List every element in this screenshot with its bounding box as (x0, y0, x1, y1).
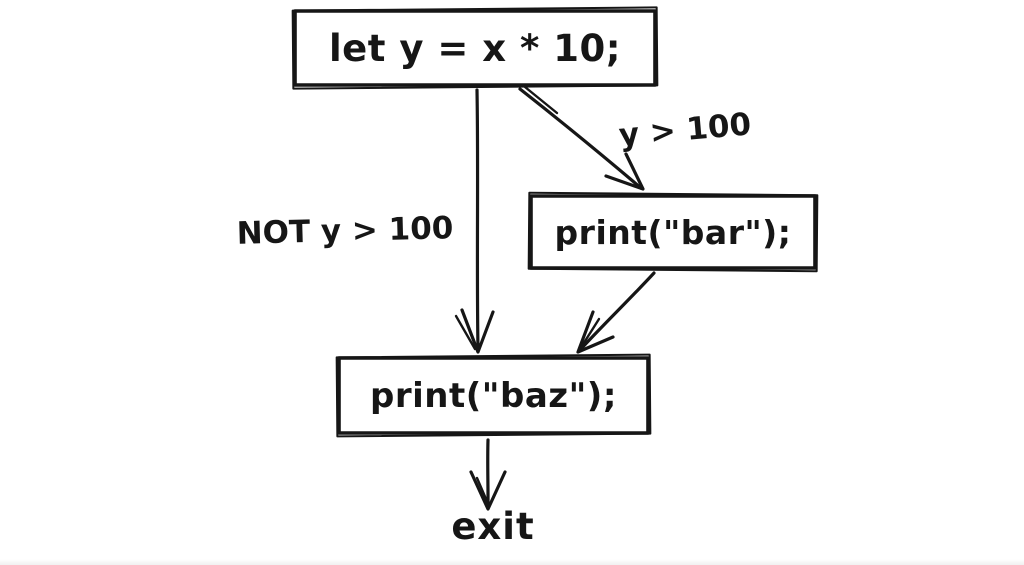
node-print-baz-box (335, 353, 652, 438)
node-print-baz: print("baz"); (337, 356, 650, 435)
node-print-bar: print("bar"); (529, 194, 817, 270)
node-print-baz-label: print("baz"); (370, 375, 617, 416)
node-exit: exit (451, 504, 535, 548)
node-assign-box (291, 6, 659, 90)
edge-baz-to-exit-arrow (469, 438, 507, 511)
edge-true-branch-arrow (518, 85, 645, 191)
edge-label-false-branch: NOT y > 100 (236, 210, 454, 252)
edge-false-branch-arrow (454, 88, 495, 354)
node-assign-label: let y = x * 10; (329, 26, 621, 70)
node-print-bar-box (527, 191, 819, 273)
node-assign: let y = x * 10; (293, 10, 657, 86)
node-print-bar-label: print("bar"); (554, 212, 792, 252)
scan-artifact-smudge (0, 559, 1024, 565)
edge-bar-to-baz-arrow (576, 271, 656, 354)
